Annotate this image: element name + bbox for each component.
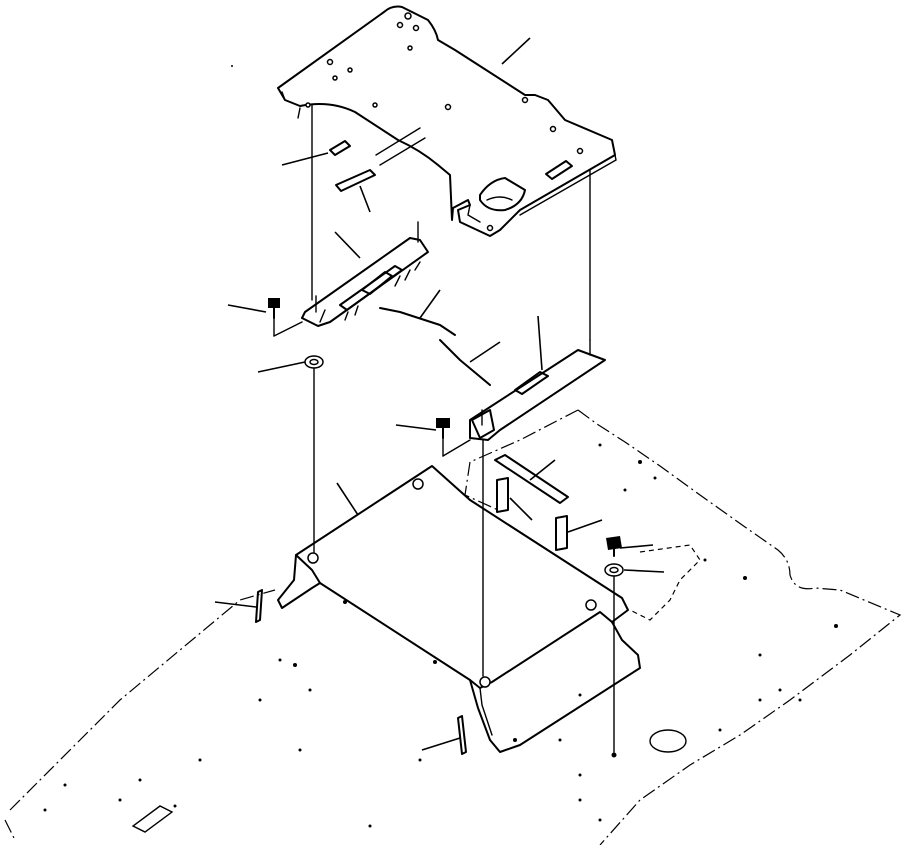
connector-bracket-left [301,221,429,327]
leader-lines [214,37,665,751]
connector-bracket-right [469,339,606,441]
leader-washer-right [623,569,665,573]
leader-side-pin-lower [421,737,461,751]
leader-cover-slot [281,152,329,166]
bolt-right [606,536,622,557]
standoff-1 [496,477,509,513]
screw-middle [436,418,450,439]
leader-wire-upper [419,289,441,319]
spacer-bar [494,454,569,504]
assembly-guide-lines [273,104,617,758]
cover-cutout [479,177,526,212]
connector-body-right [514,371,549,395]
floor-access-hole [649,729,687,753]
mounting-tray [277,465,641,753]
standoff-2 [555,515,568,551]
strap [335,169,376,192]
stray-mark [231,65,233,67]
leader-left-bracket [334,231,361,259]
screw-left [268,298,280,319]
leader-screw-middle [395,424,437,431]
leader-spacer-bar [529,459,556,481]
leader-side-pin-left [214,601,257,608]
cover-slot-left [329,140,351,156]
bracket-end-block [471,409,495,439]
leader-strap [359,185,371,213]
leader-screw-left [227,304,267,313]
top-cover-plate [277,5,617,237]
floor-plate [4,409,901,845]
cover-holes [305,12,584,232]
leader-right-connector [537,315,543,371]
leader-bolt [619,544,654,549]
leader-wire-lower [469,341,501,363]
side-pin-left [255,589,263,623]
leader-washer-left [257,361,306,373]
connector-body [361,271,393,295]
side-pin-lower [457,715,467,755]
floor-slot [131,805,174,833]
leader-standoff-2 [567,519,603,533]
harness-wire-upper [379,307,456,336]
leader-tray [336,482,359,516]
harness-wire-lower [439,339,491,386]
leader-standoff-1 [509,497,533,521]
washer-right [604,563,624,577]
floor-rivets [43,443,838,828]
washer-left [304,355,324,369]
leader-top-cover [501,37,531,65]
cover-slot-right [545,160,573,180]
